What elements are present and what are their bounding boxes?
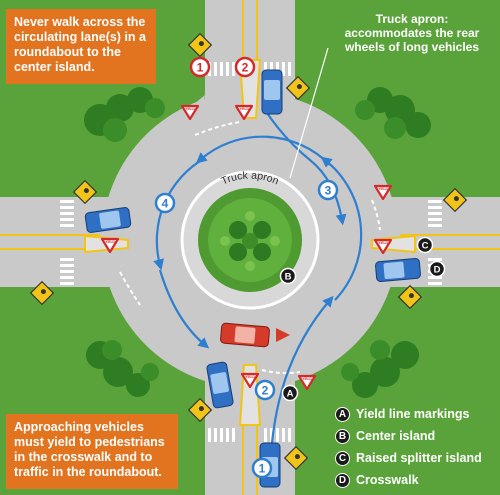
legend-label: Raised splitter island [356, 451, 482, 465]
center-island-shrubs [208, 198, 292, 282]
numbered-markers: 1 2 3 4 2 1 [154, 56, 339, 479]
crosswalks [60, 62, 442, 442]
callout-center-island-warning: Never walk across the circulating lane(s… [6, 9, 156, 84]
yield-sign: YIELD [100, 237, 120, 254]
crosswalk-west [60, 200, 74, 285]
svg-text:2: 2 [262, 384, 269, 398]
legend-item-yield-line: A Yield line markings [335, 403, 500, 425]
tree-cluster-nw [84, 87, 165, 142]
legend-badge: A [335, 406, 350, 422]
yield-sign-label: YIELD [185, 107, 195, 111]
legend-badge: C [335, 450, 350, 466]
pedestrian-warning-sign-east [442, 187, 468, 213]
lettered-markers: A B C D [279, 236, 446, 402]
path-circulating-east [320, 156, 363, 301]
car-blue-west [84, 207, 132, 233]
pedestrian-warning-sign-northeast [285, 75, 311, 101]
path-entering-north [268, 295, 334, 471]
marker-4: 4 [154, 192, 176, 214]
legend-item-center-island: B Center island [335, 425, 500, 447]
yield-sign-label: YIELD [378, 187, 388, 191]
yield-line-markings [119, 121, 381, 375]
marker-2-south: 2 [254, 379, 276, 401]
warning-signs [29, 32, 468, 471]
callout-yield-to-pedestrians: Approaching vehicles must yield to pedes… [6, 414, 178, 489]
svg-text:D: D [434, 265, 441, 276]
trees [84, 87, 431, 398]
yield-sign: YIELD [297, 374, 317, 391]
legend-label: Center island [356, 429, 436, 443]
yield-sign: YIELD [373, 238, 393, 255]
roundabout-warning-sign-west [72, 179, 98, 205]
car-red-circulating [220, 322, 270, 348]
yield-sign-label: YIELD [105, 240, 115, 244]
marker-1-south: 1 [251, 457, 273, 479]
roundabout-warning-sign-east [397, 284, 423, 310]
pedestrian-warning-sign-west [29, 280, 55, 306]
pedestrian-warning-sign-south [283, 445, 309, 471]
svg-text:3: 3 [325, 184, 332, 198]
legend-item-crosswalk: D Crosswalk [335, 469, 500, 491]
svg-text:4: 4 [162, 197, 169, 211]
legend-badge: D [335, 472, 350, 488]
svg-text:1: 1 [197, 61, 204, 75]
svg-text:A: A [287, 389, 294, 400]
marker-d: D [428, 260, 446, 278]
callout-yield-to-pedestrians-text: Approaching vehicles must yield to pedes… [14, 420, 165, 479]
svg-text:B: B [285, 272, 292, 283]
car-blue-north [261, 69, 283, 115]
callout-center-island-warning-text: Never walk across the circulating lane(s… [14, 15, 146, 74]
tree-cluster-se [341, 340, 419, 398]
marker-1-north-red: 1 [189, 56, 211, 78]
tree-cluster-ne [355, 87, 431, 139]
legend-badge: B [335, 428, 350, 444]
legend-label: Yield line markings [356, 407, 470, 421]
path-circulating-north [195, 135, 331, 166]
vehicle-paths [153, 109, 363, 471]
path-from-north [264, 109, 347, 226]
car-blue-east [375, 257, 421, 283]
truck-apron-leader [289, 47, 329, 179]
legend-label: Crosswalk [356, 473, 419, 487]
yield-sign: YIELD [373, 184, 393, 201]
car-blue-southwest [206, 361, 234, 409]
svg-text:2: 2 [242, 61, 249, 75]
marker-b: B [279, 267, 297, 285]
yield-sign-label: YIELD [302, 377, 312, 381]
yield-sign: YIELD [234, 104, 254, 121]
legend: A Yield line markings B Center island C … [335, 403, 500, 491]
marker-c: C [416, 236, 434, 254]
marker-3: 3 [317, 179, 339, 201]
red-car-direction-arrow [276, 328, 290, 342]
marker-a: A [281, 384, 299, 402]
truck-apron-note: Truck apron: accommodates the rear wheel… [344, 12, 480, 54]
svg-text:1: 1 [259, 462, 266, 476]
legend-item-splitter-island: C Raised splitter island [335, 447, 500, 469]
yield-sign: YIELD [180, 104, 200, 121]
svg-text:C: C [422, 241, 429, 252]
pedestrian-warning-sign-north [187, 32, 213, 58]
yield-sign-label: YIELD [245, 375, 255, 379]
marker-2-north-red: 2 [234, 56, 256, 78]
tree-cluster-sw [86, 340, 159, 397]
roundabout-warning-sign-south [187, 397, 213, 423]
yield-sign-label: YIELD [378, 241, 388, 245]
yield-sign: YIELD [240, 372, 260, 389]
path-circulating-south [158, 269, 210, 349]
yield-sign-label: YIELD [239, 107, 249, 111]
crosswalk-south [208, 428, 291, 442]
yield-signs: YIELD YIELD YIELD YIELD YIELD YIELD YIEL… [100, 104, 393, 391]
truck-apron-label: Truck apron [219, 170, 280, 188]
